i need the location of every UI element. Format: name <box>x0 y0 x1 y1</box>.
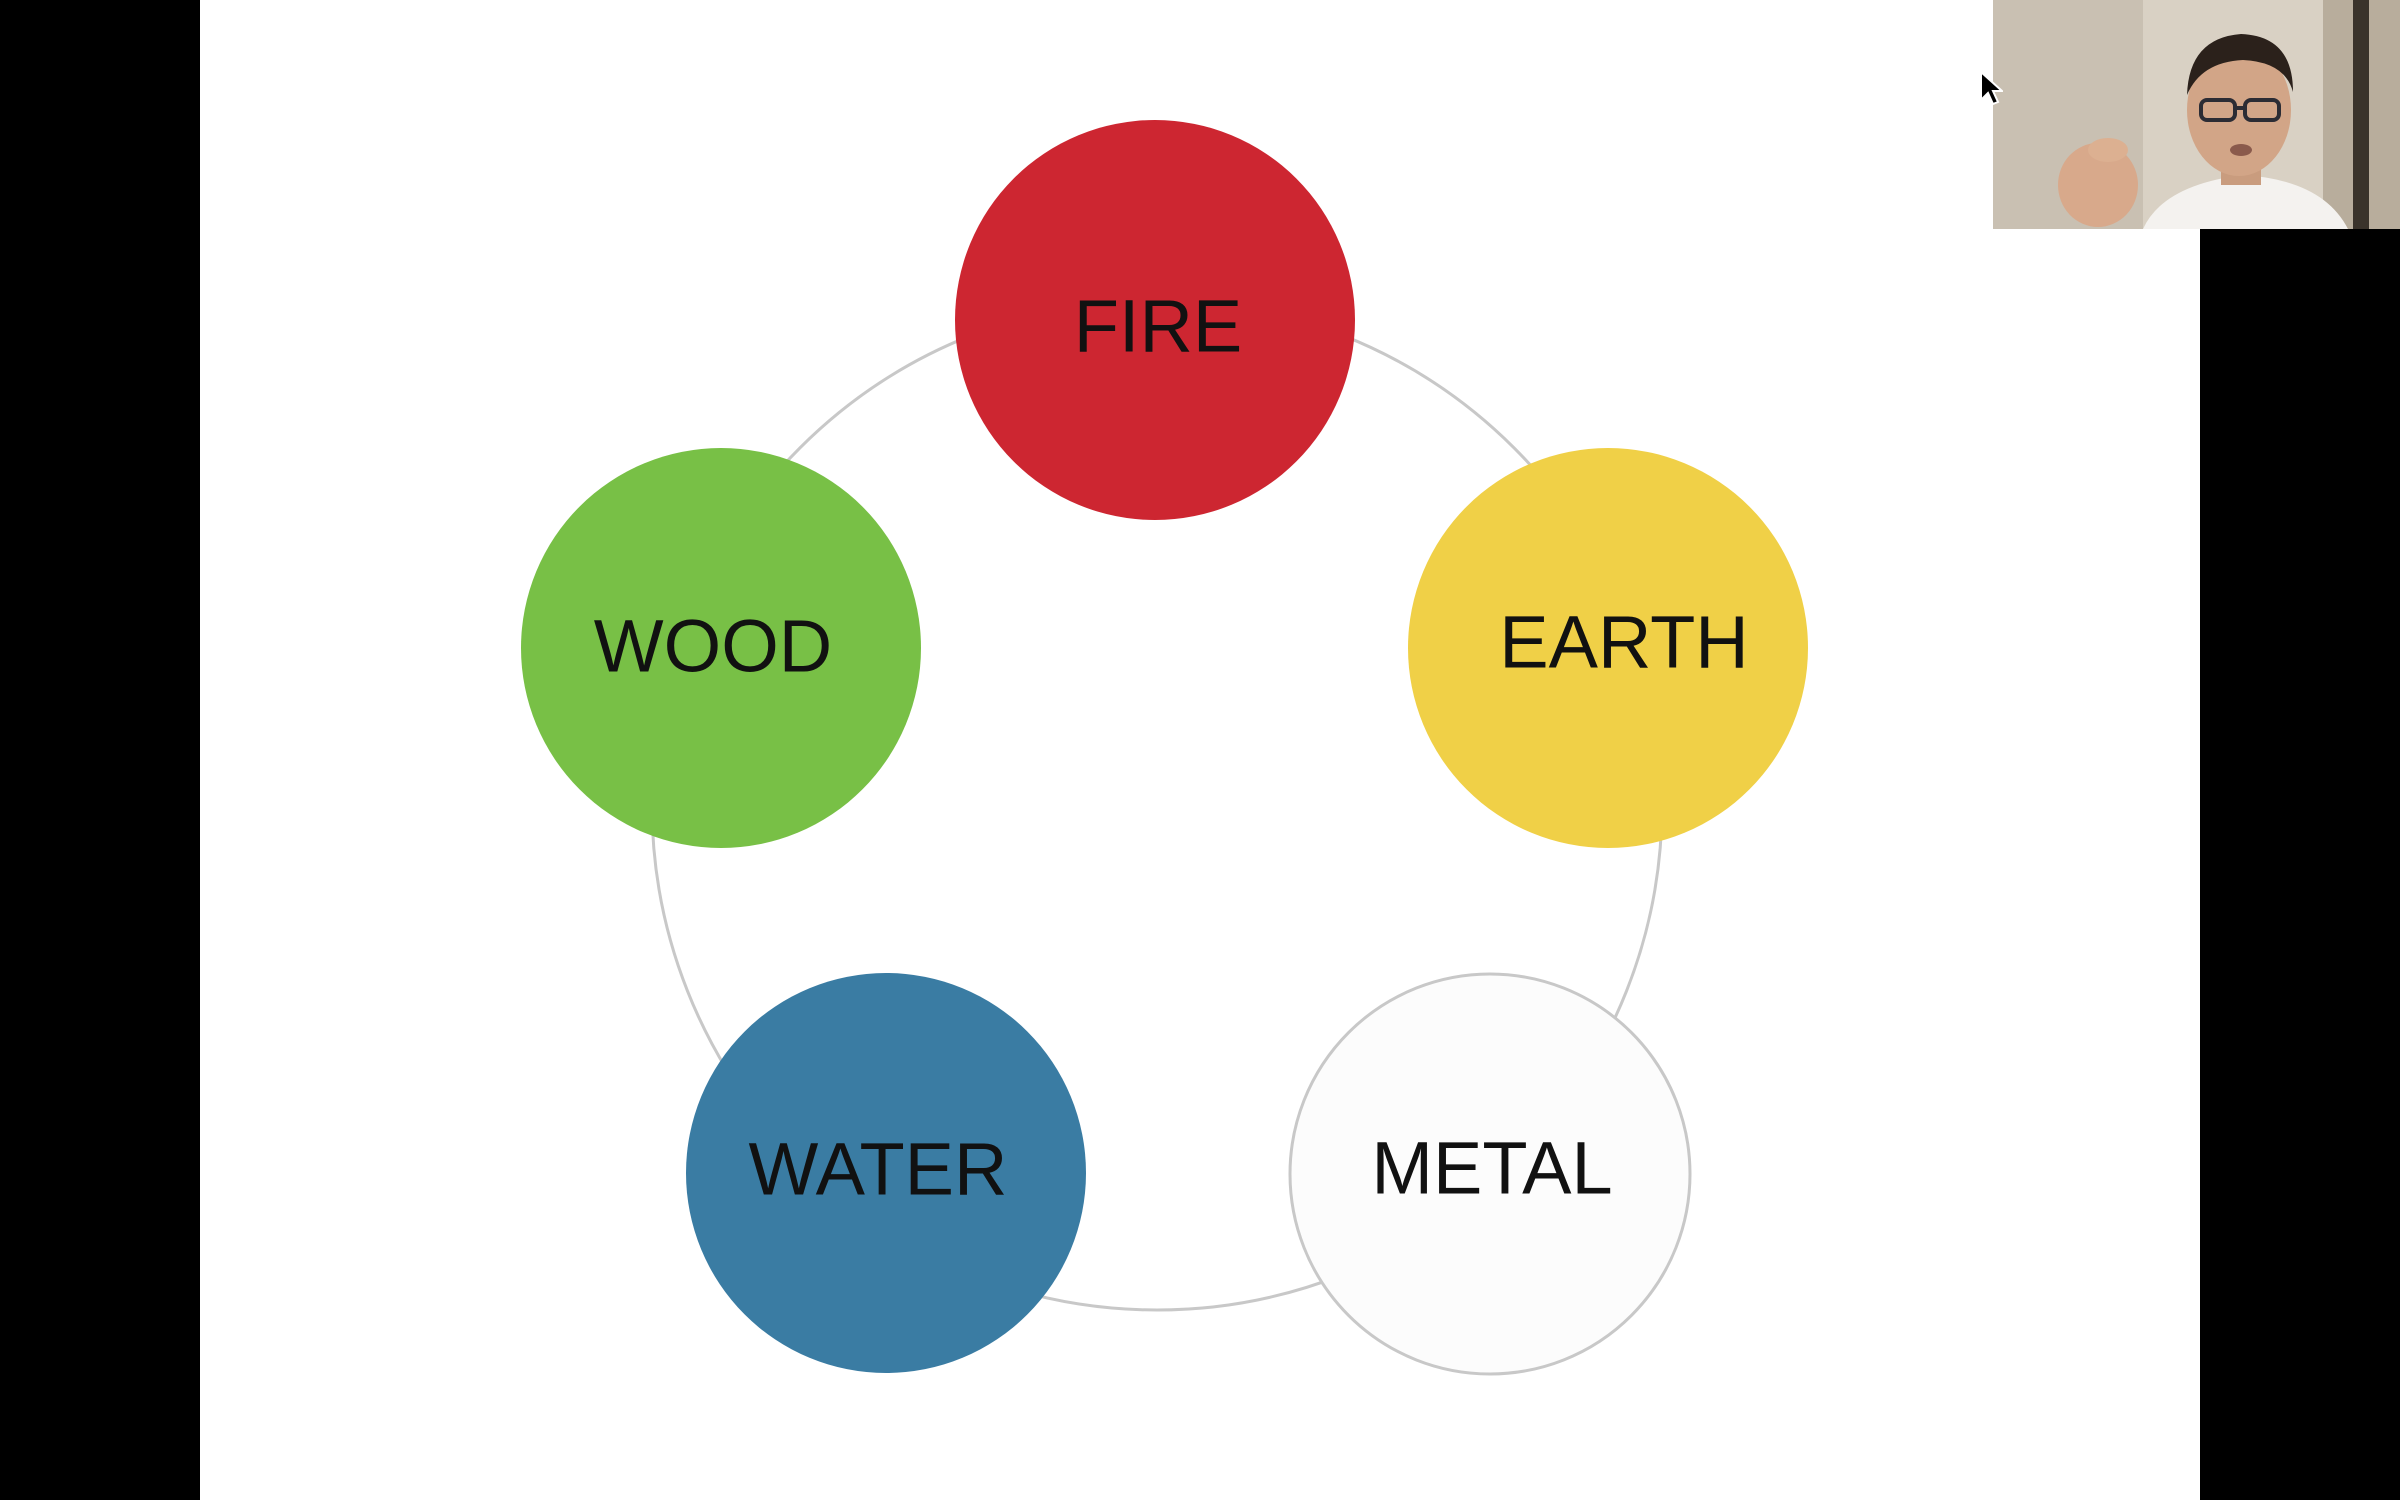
water-label: WATER <box>749 1128 1008 1211</box>
element-water: WATER <box>686 973 1086 1373</box>
fire-label: FIRE <box>1074 285 1243 368</box>
element-wood: WOOD <box>521 448 921 848</box>
earth-circle <box>1408 448 1808 848</box>
water-circle <box>686 973 1086 1373</box>
wood-circle <box>521 448 921 848</box>
metal-circle <box>1288 972 1692 1376</box>
element-earth: EARTH <box>1408 448 1808 848</box>
earth-label: EARTH <box>1499 601 1748 684</box>
presentation-slide: FIRE EARTH METAL WATER WOOD <box>200 0 2200 1500</box>
element-metal: METAL <box>1288 972 1692 1376</box>
wood-label: WOOD <box>594 605 832 688</box>
presenter-video-icon <box>1993 0 2400 229</box>
mouse-pointer-icon <box>1980 70 2003 106</box>
fire-circle <box>955 120 1355 520</box>
element-fire: FIRE <box>955 120 1355 520</box>
metal-label: METAL <box>1371 1127 1612 1210</box>
five-elements-diagram: FIRE EARTH METAL WATER WOOD <box>521 120 1808 1376</box>
presenter-webcam-thumbnail[interactable] <box>1993 0 2400 229</box>
